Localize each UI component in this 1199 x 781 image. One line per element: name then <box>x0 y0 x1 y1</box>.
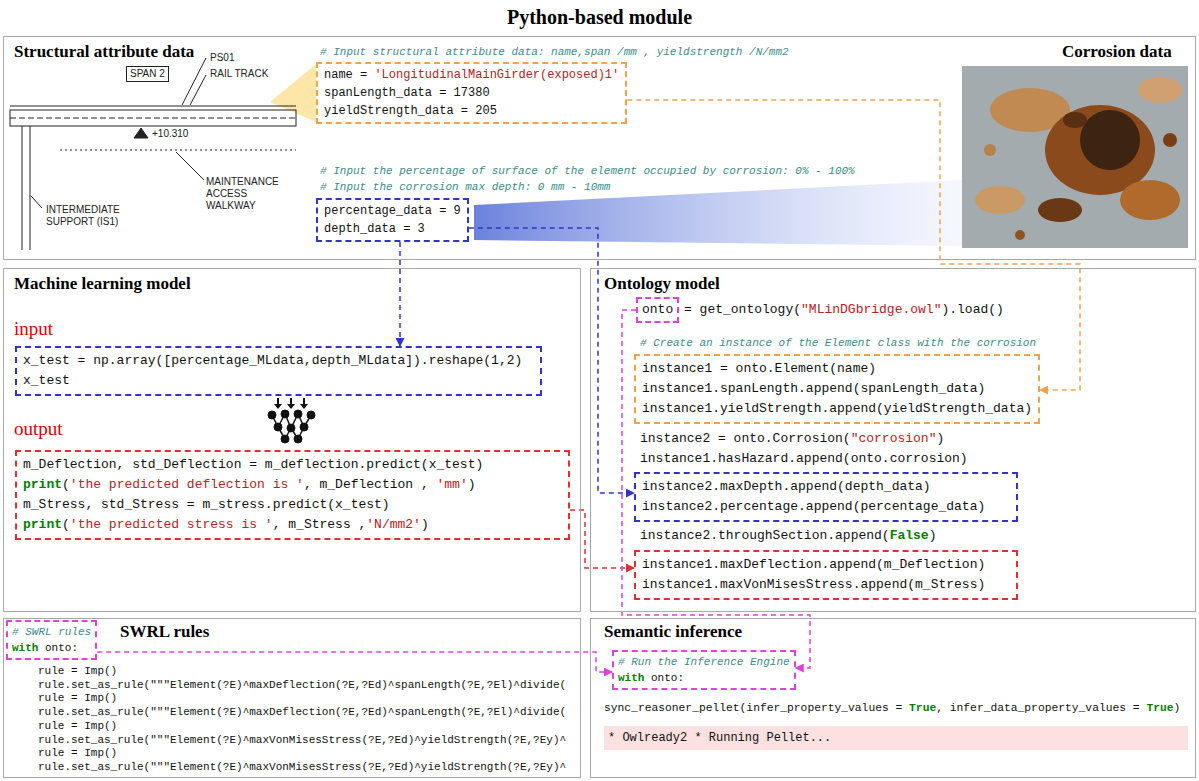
dashed-connector <box>399 242 401 346</box>
code-line: instance2.throughSection.append(False) <box>640 526 936 546</box>
code-line: instance2.percentage.append(percentage_d… <box>642 497 1010 517</box>
code-line: = get_ontology("MLinDGbridge.owl").load(… <box>684 300 1004 320</box>
code-token: print <box>23 517 62 532</box>
panel-heading: SWRL rules <box>120 622 209 642</box>
swrl-code-box: # SWRL ruleswith onto: <box>6 620 97 660</box>
code-token: 'N/mm2' <box>366 517 421 532</box>
inference-code-box: # Run the Inference Enginewith onto: <box>612 650 796 690</box>
panel-heading: Semantic inference <box>604 622 742 642</box>
swrl-rule: rule = Imp() <box>38 746 117 760</box>
code-token: True <box>1146 702 1173 714</box>
drawing-label: INTERMEDIATE SUPPORT (IS1) <box>46 204 131 228</box>
highlight-wedge <box>270 64 316 122</box>
code-token: print <box>23 477 62 492</box>
corrosion-photo <box>962 66 1188 248</box>
code-token: 'the predicted stress is ' <box>70 517 273 532</box>
code-line: x_test <box>23 371 534 391</box>
code-line: onto <box>642 300 673 320</box>
code-line: m_Stress, std_Stress = m_stress.predict(… <box>23 495 562 515</box>
code-token: True <box>909 702 936 714</box>
dashed-connector <box>570 510 634 568</box>
code-token: with <box>618 672 644 684</box>
code-comment: # Create an instance of the Element clas… <box>640 336 1036 350</box>
code-line: depth_data = 3 <box>324 220 461 238</box>
code-line: instance1 = onto.Element(name) <box>642 359 1032 379</box>
code-line: instance1.yieldStrength.append(yieldStre… <box>642 399 1032 419</box>
code-line: m_Deflection, std_Deflection = m_deflect… <box>23 455 562 475</box>
dashed-connector <box>627 100 1080 390</box>
code-line: sync_reasoner_pellet(infer_property_valu… <box>604 700 1180 716</box>
code-token: 'the predicted deflection is ' <box>70 477 304 492</box>
code-token: "MLinDGbridge.owl" <box>801 302 941 317</box>
corrosion-code-box: percentage_data = 9depth_data = 3 <box>316 198 469 242</box>
code-comment: # Input the corrosion max depth: 0 mm - … <box>320 180 610 194</box>
ml-output-box: m_Deflection, std_Deflection = m_deflect… <box>15 450 570 540</box>
attribute-code-box: name = 'LongitudinalMainGirder(exposed)1… <box>316 62 627 124</box>
code-comment: # SWRL rules <box>12 624 91 640</box>
code-line: yieldStrength_data = 205 <box>324 102 619 120</box>
code-line: instance2.maxDepth.append(depth_data) <box>642 477 1010 497</box>
console-output: * Owlready2 * Running Pellet... <box>604 726 1188 750</box>
dashed-connector <box>97 652 612 672</box>
code-line: instance1.spanLength.append(spanLength_d… <box>642 379 1032 399</box>
neural-network-icon <box>268 398 315 443</box>
drawing-label: MAINTENANCE ACCESS WALKWAY <box>206 176 286 212</box>
inference-panel: Semantic inference sync_reasoner_pellet(i… <box>590 618 1196 778</box>
code-token: 'LongitudinalMainGirder(exposed)1' <box>374 68 619 82</box>
drawing-label: PS01 <box>210 52 234 64</box>
input-panel: Structural attribute data Corrosion data #… <box>3 36 1196 260</box>
swrl-rule: rule = Imp() <box>38 719 117 733</box>
code-token: with <box>12 642 38 654</box>
drawing-label: RAIL TRACK <box>210 68 268 80</box>
code-line: x_test = np.array([percentage_MLdata,dep… <box>23 351 534 371</box>
swrl-rule: rule.set_as_rule("""Element(?E)^maxVonMi… <box>38 733 566 747</box>
swrl-rule: rule = Imp() <box>38 691 117 705</box>
code-comment: # Input structural attribute data: name,… <box>320 45 789 59</box>
ontology-panel: Ontology model = get_ontology("MLinDGbrid… <box>590 268 1196 612</box>
panel-heading: Corrosion data <box>1062 42 1172 62</box>
io-label: input <box>14 318 53 340</box>
code-line: instance1.maxDeflection.append(m_Deflect… <box>642 555 1010 575</box>
swrl-rule: rule.set_as_rule("""Element(?E)^maxVonMi… <box>38 760 566 774</box>
code-token: 'mm' <box>437 477 468 492</box>
ml-input-box: x_test = np.array([percentage_MLdata,dep… <box>15 346 542 396</box>
drawing-label: +10.310 <box>152 128 188 140</box>
prediction-instance-box: instance1.maxDeflection.append(m_Deflect… <box>634 550 1018 600</box>
code-line: instance1.maxVonMisesStress.append(m_Str… <box>642 575 1010 595</box>
swrl-rule: rule.set_as_rule("""Element(?E)^maxDefle… <box>38 678 566 692</box>
code-line: instance2 = onto.Corrosion("corrosion") <box>640 429 944 449</box>
code-comment: # Input the percentage of surface of the… <box>320 164 855 178</box>
diagram-title: Python-based module <box>0 6 1199 29</box>
bridge-drawing <box>10 58 296 250</box>
panel-heading: Structural attribute data <box>14 42 194 62</box>
code-comment: # Run the Inference Engine <box>618 654 790 670</box>
drawing-label: SPAN 2 <box>126 66 169 82</box>
code-line: with onto: <box>618 670 790 686</box>
ml-panel: Machine learning model input output x_test … <box>3 268 581 612</box>
code-token: False <box>890 528 929 543</box>
code-line: print('the predicted deflection is ', m_… <box>23 475 562 495</box>
swrl-rule: rule.set_as_rule("""Element(?E)^maxDefle… <box>38 705 566 719</box>
swrl-rule: rule = Imp() <box>38 664 117 678</box>
panel-heading: Ontology model <box>604 274 720 294</box>
code-line: name = 'LongitudinalMainGirder(exposed)1… <box>324 66 619 84</box>
code-token: "corrosion" <box>851 431 937 446</box>
code-line: spanLength_data = 17380 <box>324 84 619 102</box>
panel-heading: Machine learning model <box>14 274 191 294</box>
code-line: with onto: <box>12 640 91 656</box>
onto-box: onto <box>636 297 679 323</box>
corrosion-instance-box: instance2.maxDepth.append(depth_data)ins… <box>634 472 1018 522</box>
code-line: instance1.hasHazard.append(onto.corrosio… <box>640 449 968 469</box>
element-instance-box: instance1 = onto.Element(name)instance1.… <box>634 354 1040 424</box>
swrl-panel: SWRL rulesrule = Imp()rule.set_as_rule("… <box>3 618 581 778</box>
code-line: print('the predicted stress is ', m_Stre… <box>23 515 562 535</box>
code-line: percentage_data = 9 <box>324 202 461 220</box>
io-label: output <box>14 418 63 440</box>
